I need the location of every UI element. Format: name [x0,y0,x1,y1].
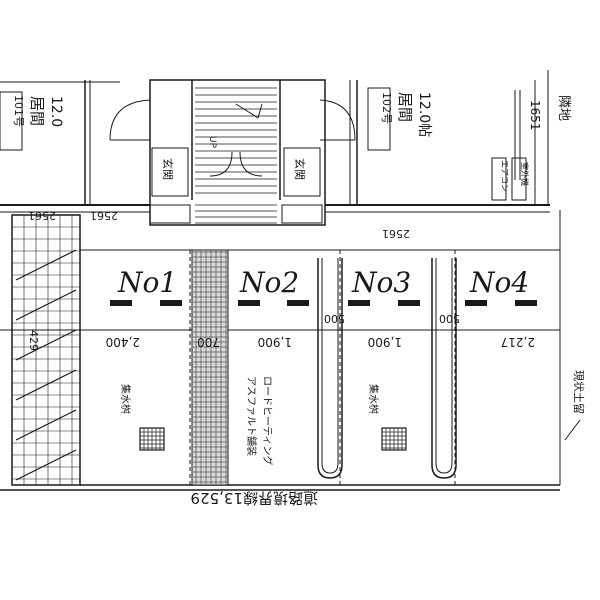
neighbor-label: 隣地 [556,95,572,121]
dim-w4: 1,900 [368,335,402,349]
aircon-label: エアコン [500,160,509,192]
catch-basin-grate-2 [381,427,407,451]
stair-treads [195,87,277,224]
catch-basin-label-2: 集水桝 [367,384,380,414]
unit-101-size: 12.0 [48,96,64,127]
parking-no4: No4 [469,266,529,299]
dim-gap1: 500 [324,312,345,325]
dim-top-right: 2561 [90,209,118,222]
boundary-label: 道路境界線13,529 [191,489,319,507]
road-boundary: 道路境界線13,529 [0,489,560,507]
parking-no2: No2 [239,266,299,299]
parking-no1: No1 [117,266,177,299]
dim-stair-429: 429 [27,330,40,351]
unit-102-label: 102号 居間 12.0帖 [367,87,432,151]
left-grid-lines [12,215,80,485]
asphalt-label: アスファルト舗装 [245,376,258,456]
neighbor-boundary: 1651 隣地 [514,90,572,180]
aircon-units: エアコン 室外機 [491,157,530,201]
entrance-right-label: 玄関 [293,158,307,180]
parking-no3: No3 [351,266,411,299]
retaining-label: 現状土留 [572,370,586,414]
wall-dimensions: 2561 2561 2561 [28,209,410,240]
retaining-wall-note: 現状土留 [564,370,586,441]
catch-basin-grate-1 [139,427,165,451]
building-walls [0,70,550,213]
unit-101-label: 101号 居間 12.0 [0,91,64,151]
stair-block: UP 玄関 玄関 [109,79,356,226]
neighbor-dim: 1651 [528,100,542,131]
catch-basin-label-1: 集水桝 [119,384,132,414]
unit-102-living: 居間 [396,92,414,122]
dim-top-right2: 2561 [382,227,410,240]
unit-102-size: 12.0帖 [416,92,432,137]
dim-w5: 2,217 [501,335,535,349]
left-stair-grid: 429 [11,214,81,486]
outdoor-unit-label: 室外機 [520,162,530,186]
dim-w2: 700 [197,335,220,349]
up-label: UP [207,136,217,149]
unit-101-living: 居間 [28,96,46,126]
unit-101-room: 101号 [12,95,25,127]
entrance-left-label: 玄関 [161,158,175,180]
parking-area: No1 No2 No3 No4 2,400 700 1,900 1,900 2,… [0,210,561,486]
road-heating-label: ロードヒーティング [261,376,274,465]
dim-w1: 2,400 [106,335,140,349]
road-heating-hatch [193,251,227,484]
unit-102-room: 102号 [380,92,393,124]
dim-gap2: 500 [439,312,460,325]
dim-w3: 1,900 [258,335,292,349]
